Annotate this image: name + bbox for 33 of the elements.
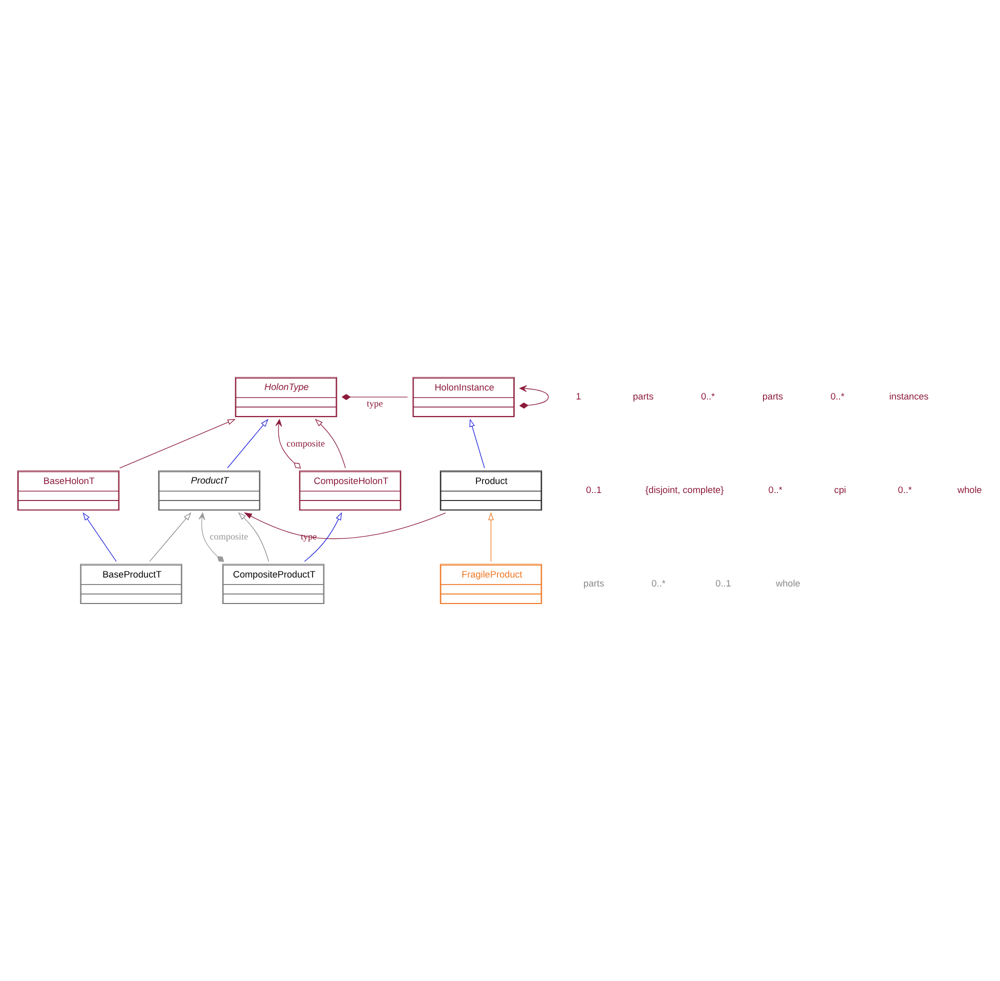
label: 0..* (768, 484, 782, 495)
label: 0..* (898, 484, 912, 495)
label: {disjoint, complete} (645, 484, 724, 495)
label: 0..* (700, 392, 715, 402)
label: parts (583, 578, 604, 588)
arrow (469, 418, 485, 468)
label: parts (632, 392, 654, 402)
label: 0..1 (716, 578, 732, 588)
edge-label: type (366, 400, 383, 410)
arrow (227, 418, 268, 468)
label: cpi (834, 484, 846, 495)
arrow (198, 512, 224, 562)
connector (342, 394, 408, 400)
label: instances (889, 392, 929, 402)
edge-label: composite (210, 532, 248, 543)
label: 1 (576, 392, 582, 402)
label: 0..* (830, 392, 844, 402)
label: whole (957, 484, 982, 495)
label: 0..* (652, 578, 666, 588)
arrow (82, 512, 117, 562)
arrow (275, 419, 301, 468)
edge-label: composite (286, 439, 325, 450)
arrow (488, 512, 494, 562)
arrow (119, 419, 236, 468)
label: 0..1 (586, 484, 602, 495)
label: whole (776, 578, 800, 588)
arrow (519, 385, 549, 409)
arrow (314, 418, 346, 468)
arrow (149, 512, 192, 562)
label: parts (762, 392, 784, 402)
arrow (244, 512, 446, 540)
arrow (238, 512, 269, 562)
arrow (304, 512, 342, 562)
